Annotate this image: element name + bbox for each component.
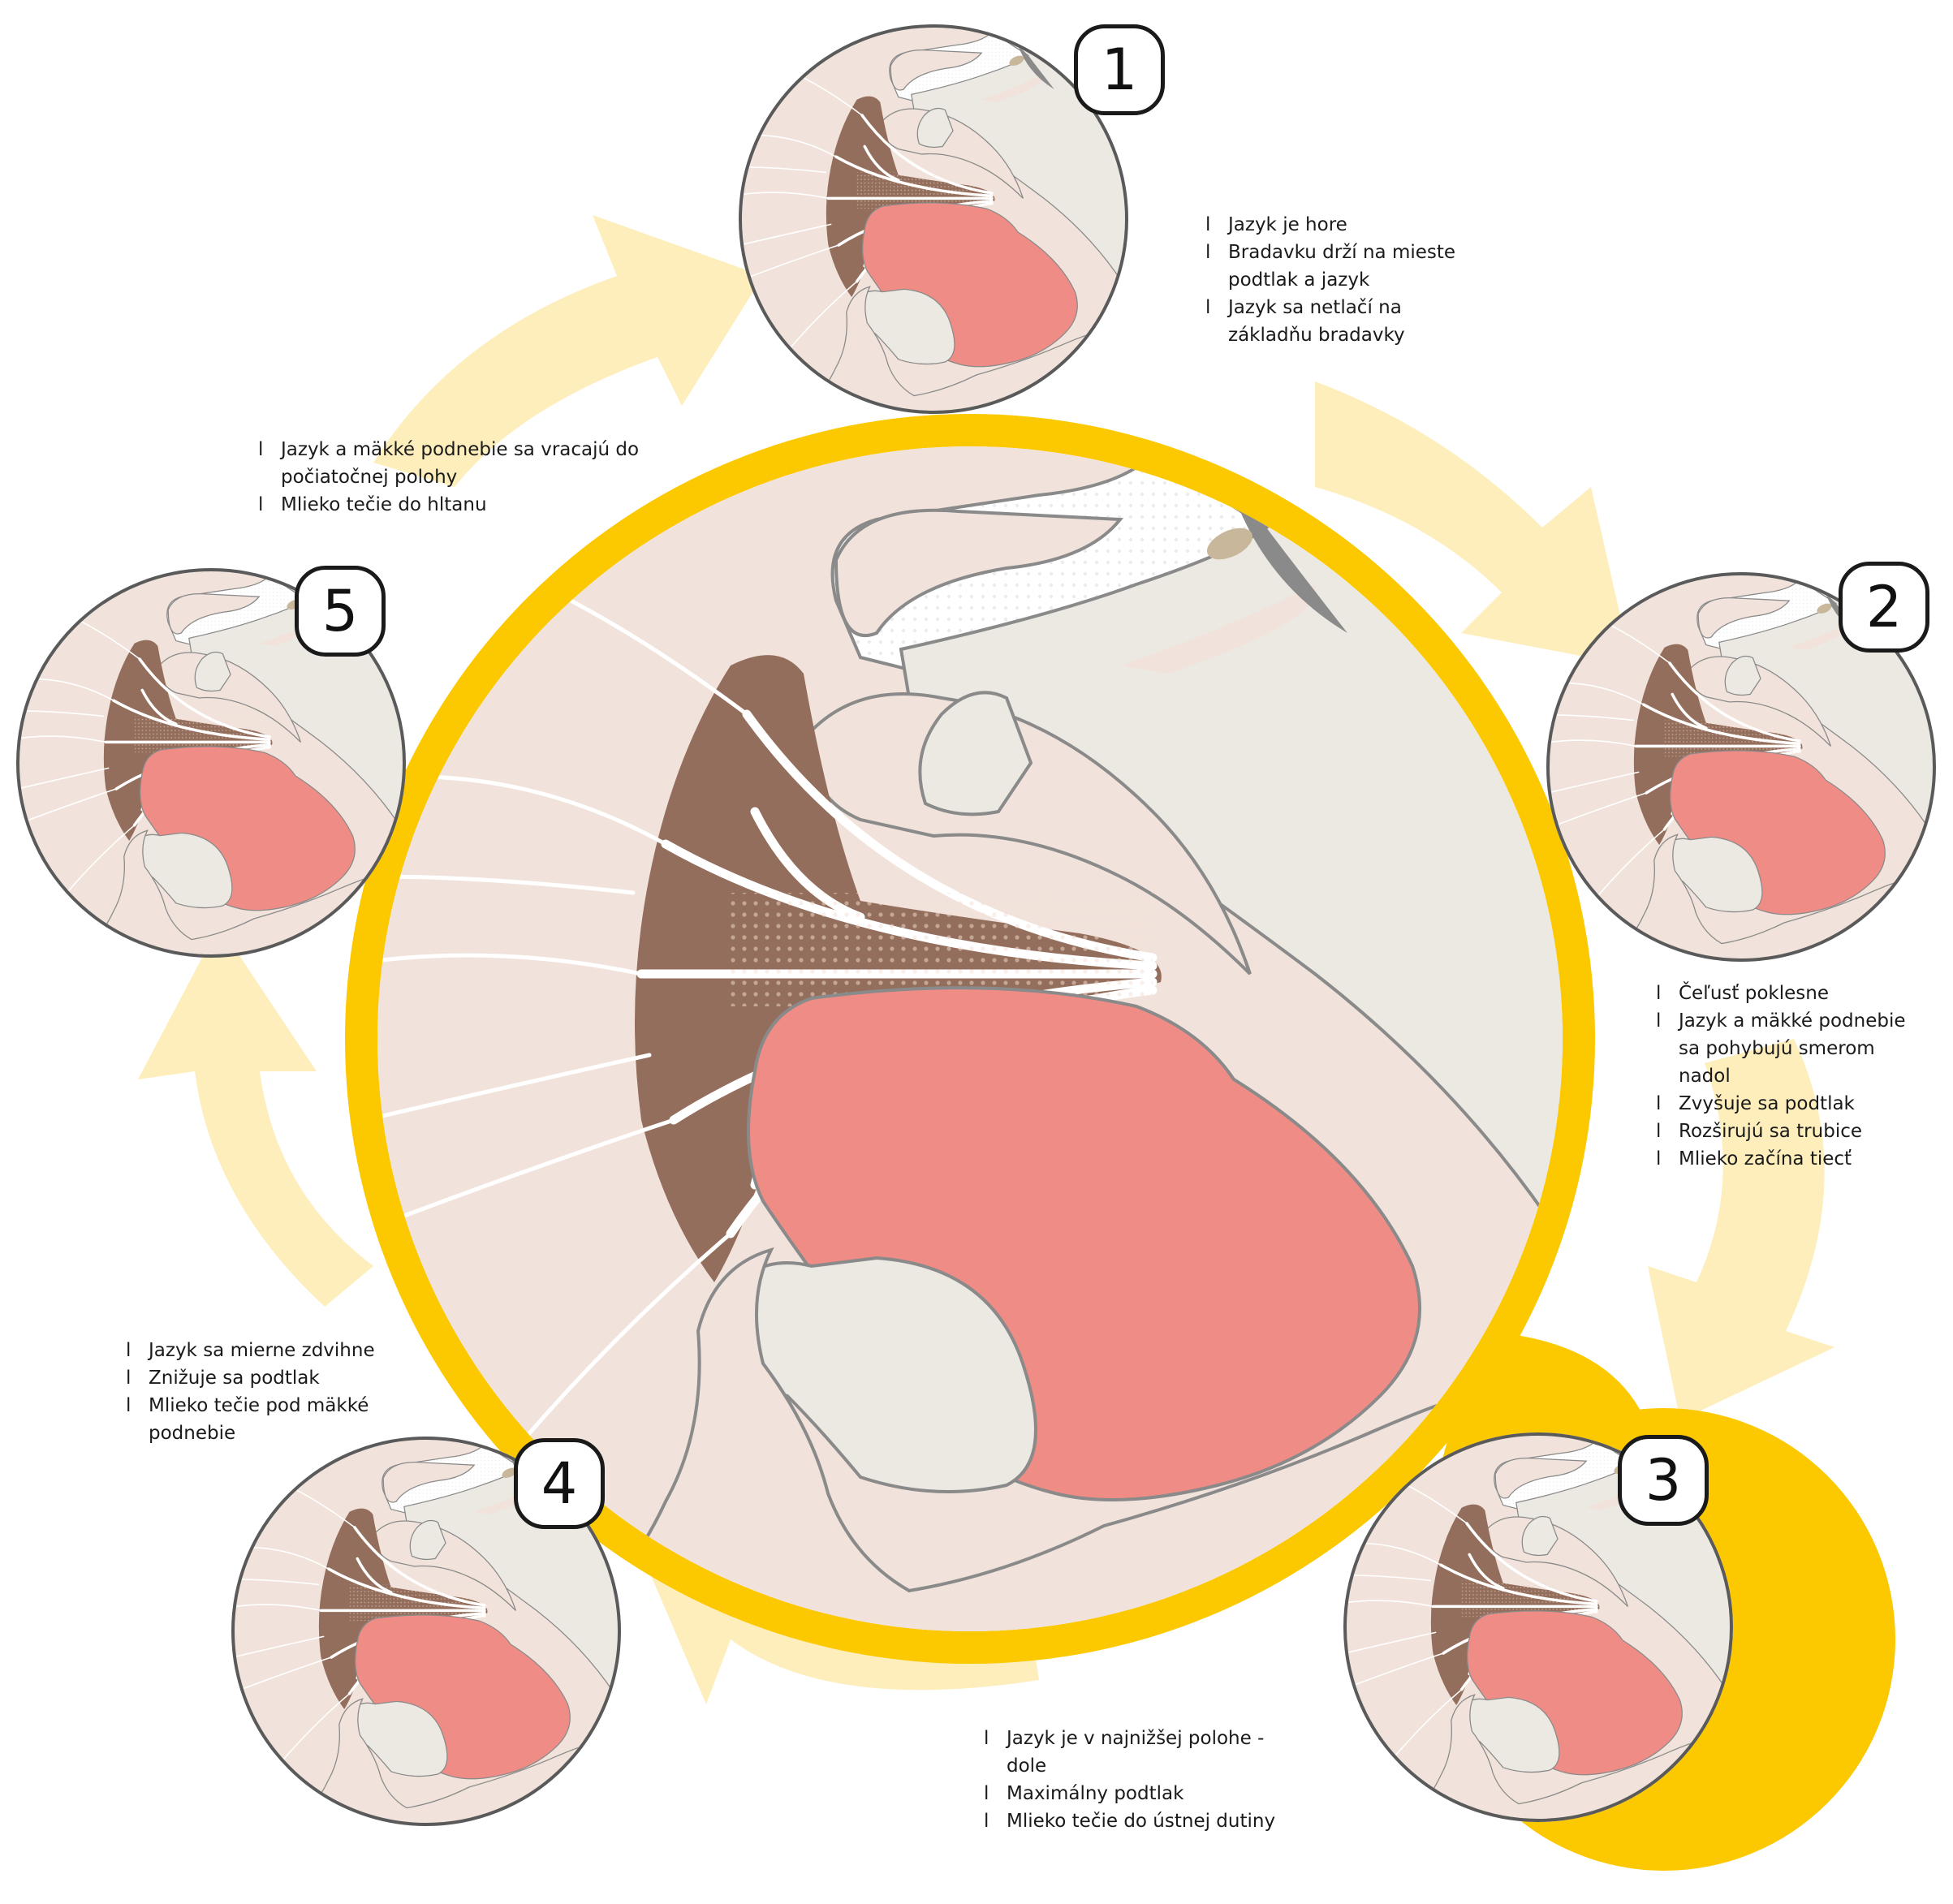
stage-3-note: Maximálny podtlak (984, 1780, 1292, 1807)
stage-2-note: Čeľusť poklesne (1656, 980, 1932, 1007)
stage-4-note: Jazyk sa mierne zdvihne (126, 1337, 402, 1364)
stage-2-notes: Čeľusť poklesne Jazyk a mäkké podnebie s… (1656, 980, 1932, 1173)
stage-2-note: Rozširujú sa trubice (1656, 1118, 1932, 1145)
stage-4-note: Mlieko tečie pod mäkké podnebie (126, 1392, 402, 1447)
stage-2-note: Zvyšuje sa podtlak (1656, 1090, 1932, 1118)
stage-1-notes: Jazyk je hore Bradavku drží na mieste po… (1205, 211, 1465, 349)
stage-5-note: Jazyk a mäkké podnebie sa vracajú do poč… (258, 436, 648, 491)
stage-2-note: Mlieko začína tiecť (1656, 1145, 1932, 1173)
stage-number-3: 3 (1618, 1435, 1709, 1526)
stage-1-note: Bradavku drží na mieste podtlak a jazyk (1205, 239, 1465, 294)
stage-3-note: Mlieko tečie do ústnej dutiny (984, 1807, 1292, 1835)
stage-3-note: Jazyk je v najnižšej polohe - dole (984, 1725, 1292, 1780)
stage-2-note: Jazyk a mäkké podnebie sa pohybujú smero… (1656, 1007, 1932, 1090)
stage-1-note: Jazyk je hore (1205, 211, 1465, 239)
stage-4-note: Znižuje sa podtlak (126, 1364, 402, 1392)
stage-number-4: 4 (514, 1438, 605, 1529)
stage-4-notes: Jazyk sa mierne zdvihne Znižuje sa podtl… (126, 1337, 402, 1447)
stage-3-notes: Jazyk je v najnižšej polohe - dole Maxim… (984, 1725, 1292, 1835)
stage-number-1: 1 (1074, 24, 1165, 115)
stage-5-notes: Jazyk a mäkké podnebie sa vracajú do poč… (258, 436, 648, 519)
stage-5-note: Mlieko tečie do hltanu (258, 491, 648, 519)
arrow-4-to-5 (138, 925, 373, 1307)
stage-number-2: 2 (1839, 562, 1929, 653)
stage-1-note: Jazyk sa netlačí na základňu bradavky (1205, 294, 1465, 349)
stage-number-5: 5 (295, 566, 386, 657)
